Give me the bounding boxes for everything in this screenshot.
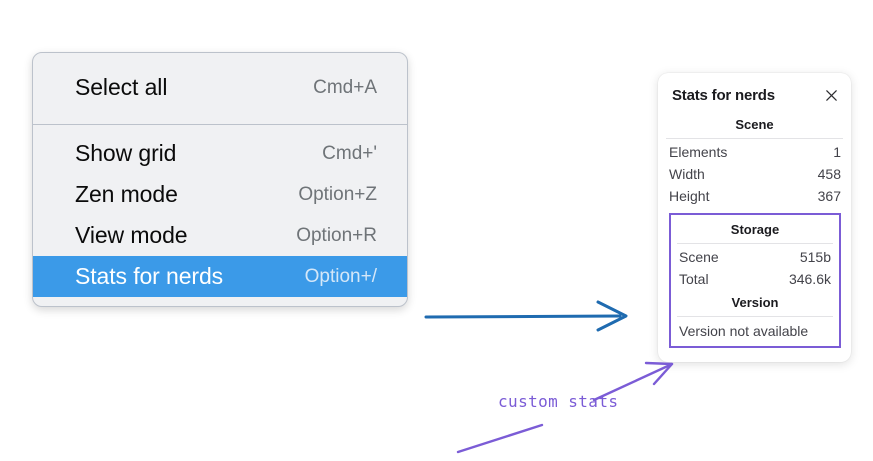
stats-row-value: 1	[833, 144, 841, 160]
menu-item-label: Show grid	[75, 140, 177, 166]
stats-row-value: 367	[817, 188, 841, 204]
stats-panel-title: Stats for nerds	[672, 87, 775, 104]
stats-row-elements: Elements 1	[658, 141, 851, 163]
stats-row-key: Height	[669, 188, 710, 204]
stats-row-key: Elements	[669, 144, 728, 160]
version-status-text: Version not available	[679, 323, 809, 339]
custom-stats-highlight-box: Storage Scene 515b Total 346.6k Version …	[669, 213, 841, 348]
menu-item-shortcut: Cmd+'	[322, 142, 377, 164]
menu-separator	[33, 124, 407, 125]
blue-arrow-annotation	[424, 300, 628, 332]
section-heading-storage: Storage	[730, 222, 780, 237]
menu-item-view-mode[interactable]: View mode Option+R	[33, 215, 407, 256]
menu-item-shortcut: Option+Z	[298, 183, 377, 205]
stats-row-key: Total	[679, 271, 709, 287]
stats-row-key: Scene	[679, 249, 719, 265]
menu-item-shortcut: Cmd+A	[313, 76, 377, 98]
menu-group-1: Select all Cmd+A	[33, 53, 407, 124]
section-divider	[677, 243, 833, 244]
stats-row-storage-scene: Scene 515b	[671, 246, 839, 268]
context-menu[interactable]: Select all Cmd+A Show grid Cmd+' Zen mod…	[32, 52, 408, 307]
stats-row-width: Width 458	[658, 163, 851, 185]
stats-row-value: 458	[817, 166, 841, 182]
menu-item-select-all[interactable]: Select all Cmd+A	[33, 67, 407, 108]
stats-row-value: 346.6k	[788, 271, 831, 287]
stats-section-scene: Scene Elements 1 Width 458 Height 367	[658, 112, 851, 213]
menu-item-label: View mode	[75, 222, 188, 248]
menu-item-shortcut: Option+R	[296, 224, 377, 246]
stats-panel-body: Scene Elements 1 Width 458 Height 367 St…	[658, 112, 851, 362]
menu-item-shortcut: Option+/	[304, 265, 377, 287]
stats-for-nerds-panel[interactable]: Stats for nerds Scene Elements 1 Width 4…	[658, 73, 851, 362]
menu-item-show-grid[interactable]: Show grid Cmd+'	[33, 133, 407, 174]
stats-row-value: 515b	[799, 249, 831, 265]
stats-row-key: Width	[669, 166, 705, 182]
menu-group-2: Show grid Cmd+' Zen mode Option+Z View m…	[33, 125, 407, 306]
section-divider	[666, 138, 843, 139]
section-heading-version: Version	[731, 295, 779, 310]
menu-item-zen-mode[interactable]: Zen mode Option+Z	[33, 174, 407, 215]
stats-row-height: Height 367	[658, 185, 851, 207]
menu-item-label: Select all	[75, 74, 168, 100]
section-heading-scene: Scene	[735, 117, 774, 132]
close-icon[interactable]	[823, 88, 839, 104]
custom-stats-annotation-label: custom stats	[498, 392, 619, 411]
purple-underline-stroke	[456, 423, 544, 454]
section-divider	[677, 316, 833, 317]
purple-arrow-annotation	[592, 361, 674, 402]
stats-row-storage-total: Total 346.6k	[671, 268, 839, 290]
menu-item-stats-for-nerds[interactable]: Stats for nerds Option+/	[33, 256, 407, 297]
stats-panel-header: Stats for nerds	[658, 73, 851, 112]
menu-item-label: Zen mode	[75, 181, 178, 207]
menu-item-label: Stats for nerds	[75, 263, 224, 289]
